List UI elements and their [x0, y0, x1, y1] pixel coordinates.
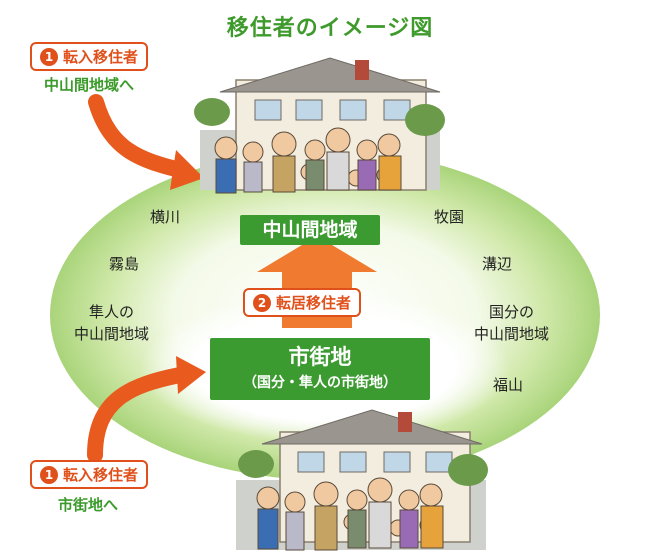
- place-makizono: 牧園: [434, 208, 465, 226]
- incoming-migrant-badge-bottom: 1 転入移住者: [30, 460, 149, 489]
- city-area-subtitle: （国分・隼人の市街地）: [243, 375, 397, 391]
- number-2-icon: 2: [253, 293, 271, 312]
- place-mizobe: 溝辺: [482, 255, 513, 273]
- place-hayato-rural: 隼人の 中山間地域: [74, 303, 150, 343]
- number-1-icon: 1: [40, 465, 58, 484]
- badge-label: 転居移住者: [276, 294, 352, 312]
- destination-rural-label: 中山間地域へ: [44, 76, 135, 94]
- badge-label: 転入移住者: [63, 48, 139, 66]
- destination-city-label: 市街地へ: [58, 496, 119, 514]
- place-kokubu-rural: 国分の 中山間地域: [474, 303, 550, 343]
- house-illustration-bottom: [236, 409, 488, 551]
- number-1-icon: 1: [40, 47, 58, 66]
- place-yokogawa: 横川: [150, 208, 181, 226]
- badge-label: 転入移住者: [63, 466, 139, 484]
- relocating-migrant-badge: 2 転居移住者: [243, 288, 362, 317]
- place-fukuyama: 福山: [493, 376, 524, 394]
- incoming-migrant-badge-top: 1 転入移住者: [30, 42, 149, 71]
- place-kirishima: 霧島: [109, 255, 140, 273]
- city-area-title: 市街地: [288, 345, 352, 369]
- curved-arrow-bottom-icon: [87, 356, 206, 463]
- house-illustration-top: [194, 57, 445, 194]
- city-area-box: 市街地 （国分・隼人の市街地）: [210, 338, 430, 400]
- curved-arrow-top-icon: [88, 94, 204, 190]
- page-title: 移住者のイメージ図: [226, 16, 434, 41]
- rural-area-box: 中山間地域: [240, 215, 380, 245]
